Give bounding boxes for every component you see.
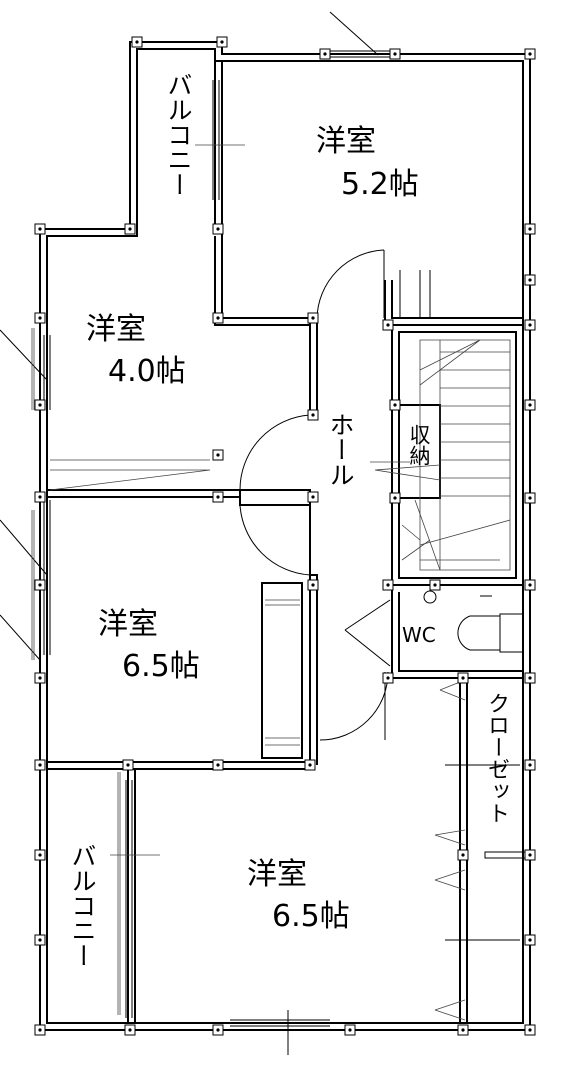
label-ticks bbox=[110, 144, 410, 856]
wall-post-dot bbox=[216, 763, 220, 767]
wall-post-dot bbox=[348, 1028, 352, 1032]
wall-post-dot bbox=[461, 1028, 465, 1032]
wall-post-dot bbox=[311, 495, 315, 499]
wall-post-dot bbox=[38, 763, 42, 767]
room-western-4-0-name: 洋室 bbox=[86, 312, 146, 347]
wall-post-dot bbox=[393, 403, 397, 407]
wall-post-dot bbox=[216, 495, 220, 499]
toilet-fixture bbox=[423, 590, 524, 653]
wall-post-dot bbox=[528, 763, 532, 767]
stairs bbox=[414, 339, 511, 571]
wall-post-dot bbox=[528, 853, 532, 857]
windows bbox=[0, 11, 395, 1055]
room-western-5-2-name: 洋室 bbox=[316, 124, 376, 159]
balcony-bottom-label: バルコニー bbox=[68, 843, 97, 968]
wall-post-dot bbox=[528, 278, 532, 282]
wall-post-dot bbox=[216, 453, 220, 457]
wall-post-dot bbox=[528, 496, 532, 500]
wall-post-dot bbox=[393, 496, 397, 500]
balcony-top-label: バルコニー bbox=[164, 72, 193, 197]
hall-label: ホール bbox=[326, 412, 355, 487]
closet-details bbox=[49, 459, 531, 1021]
wall-post-dot bbox=[528, 676, 532, 680]
wall-post-dot bbox=[128, 1028, 132, 1032]
wall-post-dot bbox=[38, 495, 42, 499]
room-western-4-0-size: 4.0帖 bbox=[108, 354, 186, 389]
wall-post-dot bbox=[386, 583, 390, 587]
wall-post-dot bbox=[38, 316, 42, 320]
wall-post-dot bbox=[38, 1028, 42, 1032]
wall-post-dot bbox=[461, 853, 465, 857]
wall-posts bbox=[34, 36, 536, 1036]
wall-post-dot bbox=[38, 583, 42, 587]
wall-post-dot bbox=[433, 583, 437, 587]
wall-post-dot bbox=[528, 227, 532, 231]
wall-post-dot bbox=[216, 316, 220, 320]
wall-post-dot bbox=[323, 52, 327, 56]
wall-post-dot bbox=[38, 676, 42, 680]
wall-post-dot bbox=[461, 676, 465, 680]
wall-post-dot bbox=[528, 323, 532, 327]
wall-post-dot bbox=[311, 413, 315, 417]
wall-post-dot bbox=[220, 40, 224, 44]
wall-post-dot bbox=[311, 583, 315, 587]
wall-post-dot bbox=[38, 853, 42, 857]
room-western-6-5-bottom-name: 洋室 bbox=[247, 857, 307, 892]
closet-label: クローゼット bbox=[484, 692, 509, 824]
room-western-5-2-size: 5.2帖 bbox=[341, 167, 419, 202]
wall-post-dot bbox=[386, 676, 390, 680]
wall-post-dot bbox=[38, 227, 42, 231]
wall-post-dot bbox=[216, 1028, 220, 1032]
room-western-6-5-mid-size: 6.5帖 bbox=[122, 649, 200, 684]
wall-post-dot bbox=[311, 316, 315, 320]
wall-post-dot bbox=[528, 583, 532, 587]
wall-post-dot bbox=[126, 763, 130, 767]
wc-label: WC bbox=[402, 623, 436, 647]
doors bbox=[239, 249, 431, 741]
wall-post-dot bbox=[528, 1028, 532, 1032]
wall-post-dot bbox=[128, 227, 132, 231]
wall-post-dot bbox=[386, 323, 390, 327]
wall-post-dot bbox=[38, 403, 42, 407]
storage-label: 収納 bbox=[407, 424, 431, 466]
wall-post-dot bbox=[393, 52, 397, 56]
room-western-6-5-bottom-size: 6.5帖 bbox=[272, 899, 350, 934]
wall-post-dot bbox=[216, 227, 220, 231]
wall-post-dot bbox=[528, 938, 532, 942]
wall-post-dot bbox=[308, 763, 312, 767]
wall-post-dot bbox=[528, 52, 532, 56]
wall-post-dot bbox=[135, 40, 139, 44]
wall-post-dot bbox=[528, 403, 532, 407]
wall-post-dot bbox=[38, 938, 42, 942]
room-western-6-5-mid-name: 洋室 bbox=[98, 607, 158, 642]
